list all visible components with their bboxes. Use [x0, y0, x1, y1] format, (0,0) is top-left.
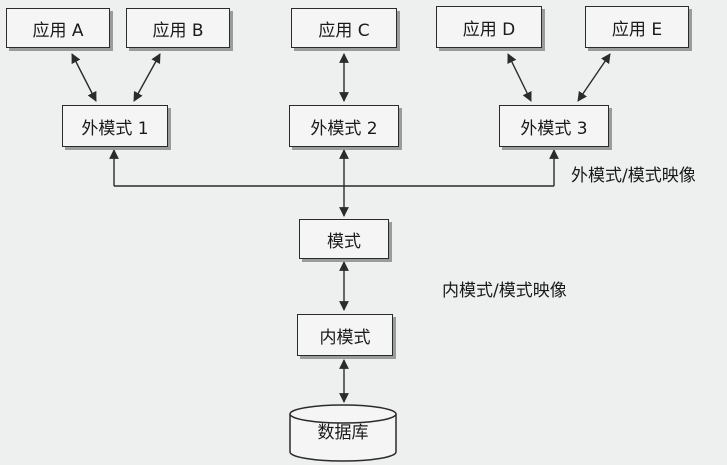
schema-box: 模式 — [299, 219, 389, 259]
external-schema-3-label: 外模式 3 — [520, 118, 588, 139]
app-c-label: 应用 C — [318, 20, 370, 41]
app-c-box: 应用 C — [291, 8, 397, 48]
external-schema-2-label: 外模式 2 — [310, 118, 378, 139]
external-schema-2-box: 外模式 2 — [289, 105, 399, 147]
arrow-appB-ext1 — [133, 53, 161, 102]
arrow-appE-ext3 — [577, 53, 611, 102]
internal-schema-label: 内模式 — [319, 327, 371, 348]
app-d-label: 应用 D — [462, 19, 516, 40]
app-b-label: 应用 B — [152, 20, 204, 41]
external-schema-3-box: 外模式 3 — [499, 105, 609, 147]
app-d-box: 应用 D — [436, 6, 542, 48]
database-label: 数据库 — [317, 423, 369, 443]
app-a-box: 应用 A — [6, 8, 110, 48]
app-b-box: 应用 B — [126, 8, 230, 48]
app-e-label: 应用 E — [611, 19, 663, 40]
arrow-appA-ext1 — [71, 53, 97, 102]
app-e-box: 应用 E — [585, 6, 689, 48]
schema-label: 模式 — [327, 231, 361, 252]
arrow-appD-ext3 — [507, 53, 532, 102]
external-schema-1-label: 外模式 1 — [81, 118, 149, 139]
external-schema-1-box: 外模式 1 — [62, 105, 168, 147]
conceptual-internal-mapping-label: 内模式/模式映像 — [442, 281, 567, 301]
database-cylinder — [289, 404, 397, 462]
external-conceptual-mapping-label: 外模式/模式映像 — [571, 166, 696, 186]
app-a-label: 应用 A — [32, 20, 84, 41]
internal-schema-box: 内模式 — [297, 314, 393, 356]
